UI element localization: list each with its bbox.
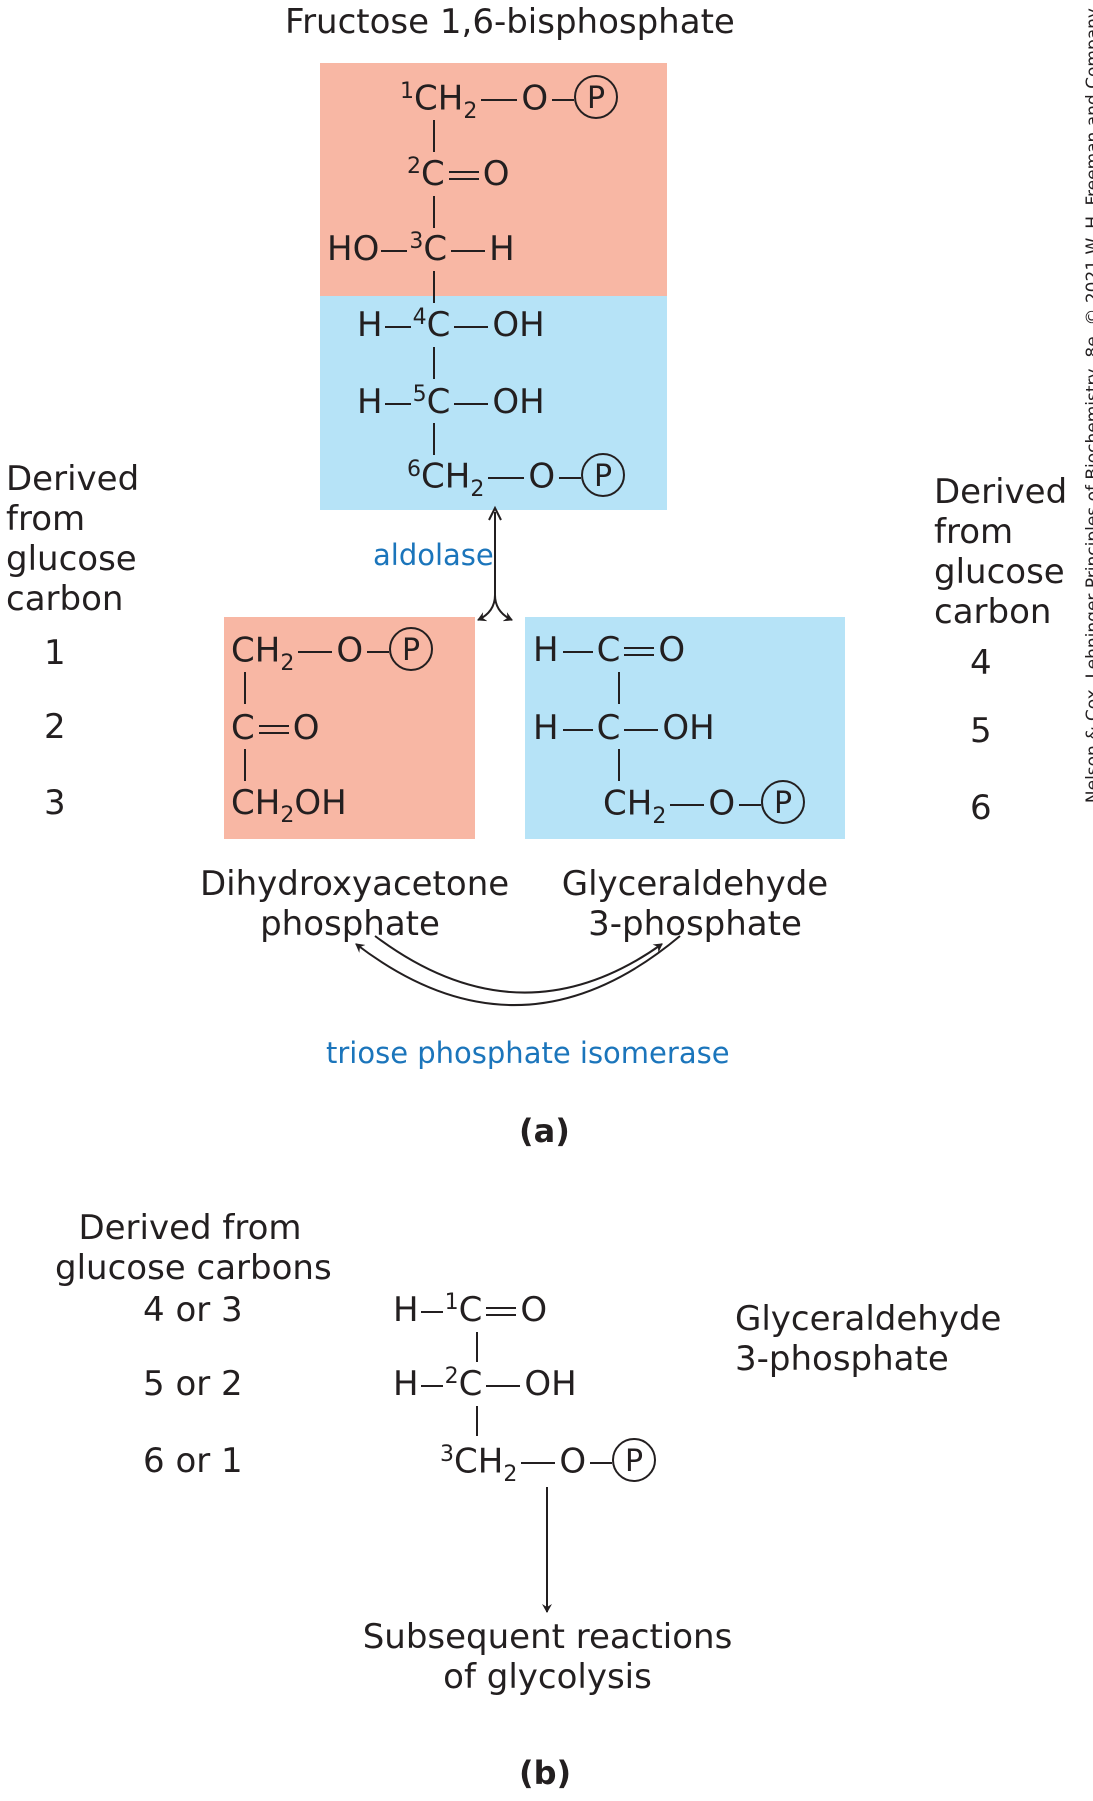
- phosphate-icon: P: [581, 453, 626, 497]
- panel-a-label: (a): [519, 1112, 570, 1150]
- g3p-name: Glyceraldehyde 3-phosphate: [561, 864, 829, 944]
- aldolase-arrow-head-up: [488, 505, 502, 521]
- copyright-credit: Nelson & Cox, Lehninger Principles of Bi…: [1083, 8, 1093, 804]
- left-carbon-number: 2: [44, 707, 66, 747]
- dhap-line-3: CH2OH: [231, 783, 347, 828]
- aldolase-label: aldolase: [373, 538, 494, 572]
- aldolase-arrow-left: [477, 594, 496, 622]
- bond: [244, 672, 246, 704]
- phosphate-icon: P: [389, 627, 434, 671]
- phosphate-icon: P: [612, 1438, 657, 1482]
- subsequent-reactions-label: Subsequent reactions of glycolysis: [362, 1617, 733, 1697]
- bond: [618, 672, 620, 704]
- phosphate-icon: P: [761, 780, 806, 824]
- right-carbon-number: 5: [970, 711, 992, 751]
- bond: [476, 1332, 478, 1362]
- bond: [433, 271, 435, 303]
- bond: [433, 120, 435, 152]
- left-carbon-number: 3: [44, 783, 66, 823]
- bond: [618, 749, 620, 781]
- bond: [476, 1406, 478, 1436]
- bond: [433, 347, 435, 379]
- fbp-title: Fructose 1,6-bisphosphate: [285, 2, 735, 42]
- bond: [244, 749, 246, 781]
- bond: [433, 196, 435, 228]
- right-carbon-number: 6: [970, 788, 992, 828]
- aldolase-arrow-right: [494, 594, 513, 622]
- bond: [433, 423, 435, 455]
- dhap-highlight: [224, 617, 475, 839]
- b-derived-header: Derived from glucose carbons: [55, 1208, 332, 1288]
- tpi-label: triose phosphate isomerase: [326, 1036, 730, 1070]
- b-carbon-row: 4 or 3: [143, 1290, 243, 1330]
- tpi-arrow-reverse: [355, 935, 681, 1006]
- left-carbon-number: 1: [44, 633, 66, 673]
- b-g3p-name: Glyceraldehyde 3-phosphate: [735, 1299, 1002, 1379]
- b-carbon-row: 6 or 1: [143, 1441, 243, 1481]
- phosphate-icon: P: [574, 75, 619, 119]
- dhap-name: Dihydroxyacetone phosphate: [200, 864, 510, 944]
- tpi-arrow-forward: [374, 935, 663, 994]
- left-derived-header: Derived from glucose carbon: [6, 459, 140, 619]
- panel-b-label: (b): [519, 1754, 572, 1792]
- right-carbon-number: 4: [970, 643, 992, 683]
- b-carbon-row: 5 or 2: [143, 1364, 243, 1404]
- right-derived-header: Derived from glucose carbon: [934, 472, 1068, 632]
